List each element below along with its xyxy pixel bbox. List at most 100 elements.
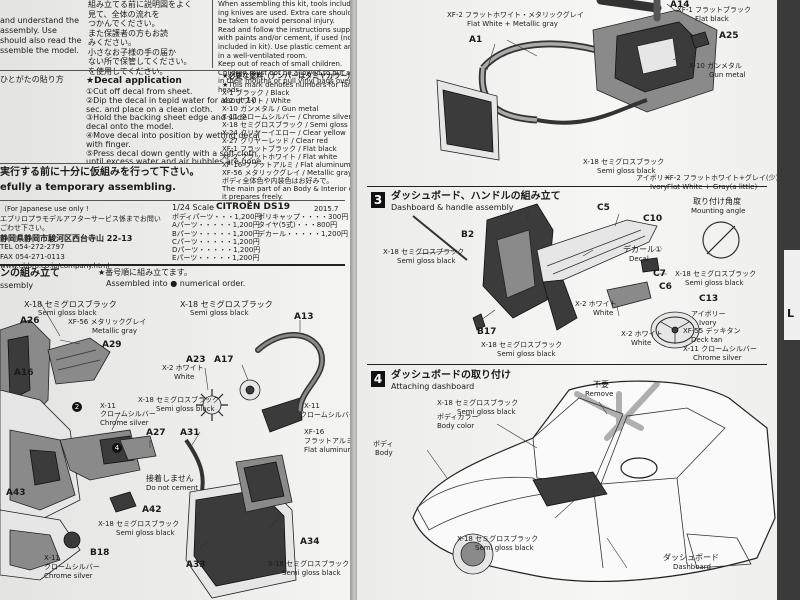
a29-part — [47, 337, 111, 385]
b17-part — [472, 313, 486, 331]
callout-x11-low-jp2: クロームシルバー — [44, 563, 100, 571]
intro-text-en: and understand the assembly. Use should … — [0, 16, 81, 56]
callout-x18-jp: X-18 セミグロスブラック — [437, 399, 519, 407]
intro-jp-line: みください。 — [88, 38, 136, 47]
intro-jp-line: 見て、全体の流れを — [88, 9, 160, 19]
step-number-4: 4 — [371, 371, 385, 387]
decal-steps: ①Cut off decal from sheet. ②Dip the deca… — [86, 87, 264, 167]
paint-note-line: it prepares freely. — [222, 193, 284, 201]
callout-x11-r-jp2: クロームシルバー — [300, 411, 356, 419]
intro-jp-line: 組み立てる前に説明図をよく — [88, 0, 192, 9]
price-line: Dパーツ・・・・・1,200円 — [172, 246, 261, 255]
divider — [212, 0, 213, 68]
callout-x2b-jp: X-2 ホワイト — [621, 330, 663, 338]
model-name: CITROËN DS19 — [216, 202, 290, 212]
front-wheel — [460, 541, 486, 567]
callout-x11-jp: X-11 クロームシルバー — [683, 345, 757, 353]
c13-steering-wheel — [650, 311, 700, 349]
order-note-jp: ★番号順に組み立てます。 — [98, 268, 192, 277]
callout-xf56-en: Metallic gray — [92, 327, 138, 335]
callout-x11-jp: X-11 — [100, 402, 116, 410]
price-line: ポリキャップ・・・・300円 — [258, 213, 349, 221]
edge-letter: L — [787, 307, 795, 320]
step-order-marker: 2 — [72, 402, 82, 412]
company-info: （For Japanese use only ! エブリロプラモデルアフターサー… — [0, 205, 161, 272]
part-label-b17: B17 — [477, 327, 497, 337]
decal-step: ④Move decal into position by wetting dec… — [86, 130, 260, 140]
warning-line: in a well-ventilated room. — [218, 51, 308, 60]
callout-xf55-en: Deck tan — [691, 336, 723, 344]
remove-callout-en: Remove — [585, 390, 614, 398]
decal-label-jp: ひとがたの貼り方 — [0, 75, 64, 84]
company-line: ごわせ下さい。 — [0, 224, 49, 232]
radiator-block — [442, 89, 494, 153]
parts-prices-extra: ポリキャップ・・・・300円 タイヤ(5式)・・・800円 デカール・・・・・1… — [258, 213, 348, 238]
next-page-strip: L — [784, 250, 800, 340]
callout-x18-jp: X-18 セミグロスブラック — [24, 300, 117, 309]
part-label-c6: C6 — [659, 282, 672, 292]
left-page: and understand the assembly. Use should … — [0, 0, 410, 600]
callout-x10-jp: X-10 ガンメタル — [689, 62, 742, 70]
callout-x18-en: Semi gloss black — [38, 309, 97, 317]
part-label-a25: A25 — [719, 31, 739, 41]
price-line: タイヤ(5式)・・・800円 — [258, 221, 338, 230]
divider — [0, 70, 345, 71]
paint-subtitle: ★This mark denotes numbers for Tamiya Pa… — [222, 81, 410, 89]
no-cement-jp: 接着しません — [146, 474, 194, 483]
windshield — [532, 397, 624, 485]
warning-line: be taken to avoid personal injury. — [218, 17, 335, 26]
c10-dashboard — [546, 229, 646, 275]
part-label-a23: A23 — [186, 355, 206, 365]
intro-jp-line: つかんでください。 — [88, 19, 160, 28]
part-label-c10: C10 — [643, 214, 663, 224]
step3-title-jp: ダッシュボード、ハンドルの組み立て — [391, 191, 561, 202]
part-label-a42: A42 — [142, 505, 162, 515]
part-label-a31: A31 — [180, 428, 200, 438]
decal-step: ⑤Press decal down gently with a soft clo… — [86, 148, 257, 158]
price-line: Aパーツ・・・・・1,200円 — [172, 221, 260, 230]
callout-x18-r-jp: X-18 セミグロスブラック — [675, 270, 757, 278]
company-line: エブリロプラモデルアフターサービス係までお問い — [0, 214, 161, 223]
a14-part — [596, 0, 662, 13]
paint-item: X-2 ホワイト / White — [222, 97, 291, 105]
paint-item: X-1 ブラック / Black — [222, 89, 290, 97]
callout-x11-r-jp: X-11 — [304, 402, 320, 410]
step-order-marker: 4 — [112, 443, 122, 453]
part-label-a14: A14 — [670, 0, 690, 10]
callout-body-jp: ボディ — [373, 440, 394, 448]
warning-line: in their mouths or pull vinyl bags over … — [218, 77, 371, 86]
a34-part — [243, 461, 285, 503]
callout-x18-b-jp: X-18 セミグロスブラック — [481, 341, 563, 349]
paint-list: X-1 ブラック / Black X-2 ホワイト / White X-10 ガ… — [222, 89, 368, 201]
notice-en: efully a temporary assembling. — [0, 182, 176, 193]
callout-x2-en: White — [174, 373, 195, 381]
intro-line: and understand the — [0, 16, 80, 25]
part-label-c7: C7 — [653, 269, 666, 279]
part-label-a29: A29 — [102, 340, 122, 350]
notice-jp: 実行する前に十分に仮組みを行って下さい。 — [0, 167, 200, 178]
intro-line: should also read the — [0, 36, 82, 45]
part-label-c13: C13 — [699, 294, 719, 304]
a1-hose — [481, 42, 598, 70]
callout-x18-l-en: Semi gloss black — [397, 257, 456, 265]
price-line: Eパーツ・・・・・1,200円 — [172, 254, 260, 263]
order-note-en: Assembled into ● numerical order. — [106, 279, 246, 288]
price-line: デカール・・・・・1,200円 — [258, 229, 349, 238]
a29-part — [55, 349, 101, 371]
callout-xf2-en: Flat White + Metallic gray — [467, 20, 558, 28]
parts-prices: ボディパーツ・・・1,200円 Aパーツ・・・・・1,200円 Bパーツ・・・・… — [172, 213, 261, 263]
divider — [367, 186, 767, 187]
edition-year: 2015.7 — [314, 205, 339, 213]
paint-item: X-27 クリヤーレッド / Clear red — [222, 137, 328, 145]
paint-note-line: ボディ全体色や内装色はお好みで。 — [222, 177, 334, 185]
callout-x18-low-en: Semi gloss black — [116, 529, 175, 537]
leader-lines — [486, 3, 706, 71]
callout-ivory2-jp: アイボリー — [691, 310, 726, 318]
callout-x11-en: Chrome silver — [693, 354, 742, 362]
decal-step: decal onto the model. — [86, 122, 174, 132]
belt-part — [261, 397, 303, 433]
engine-top-diagram — [436, 0, 718, 161]
part-label-a16: A16 — [14, 368, 34, 378]
part-label-a33: A33 — [186, 560, 206, 570]
